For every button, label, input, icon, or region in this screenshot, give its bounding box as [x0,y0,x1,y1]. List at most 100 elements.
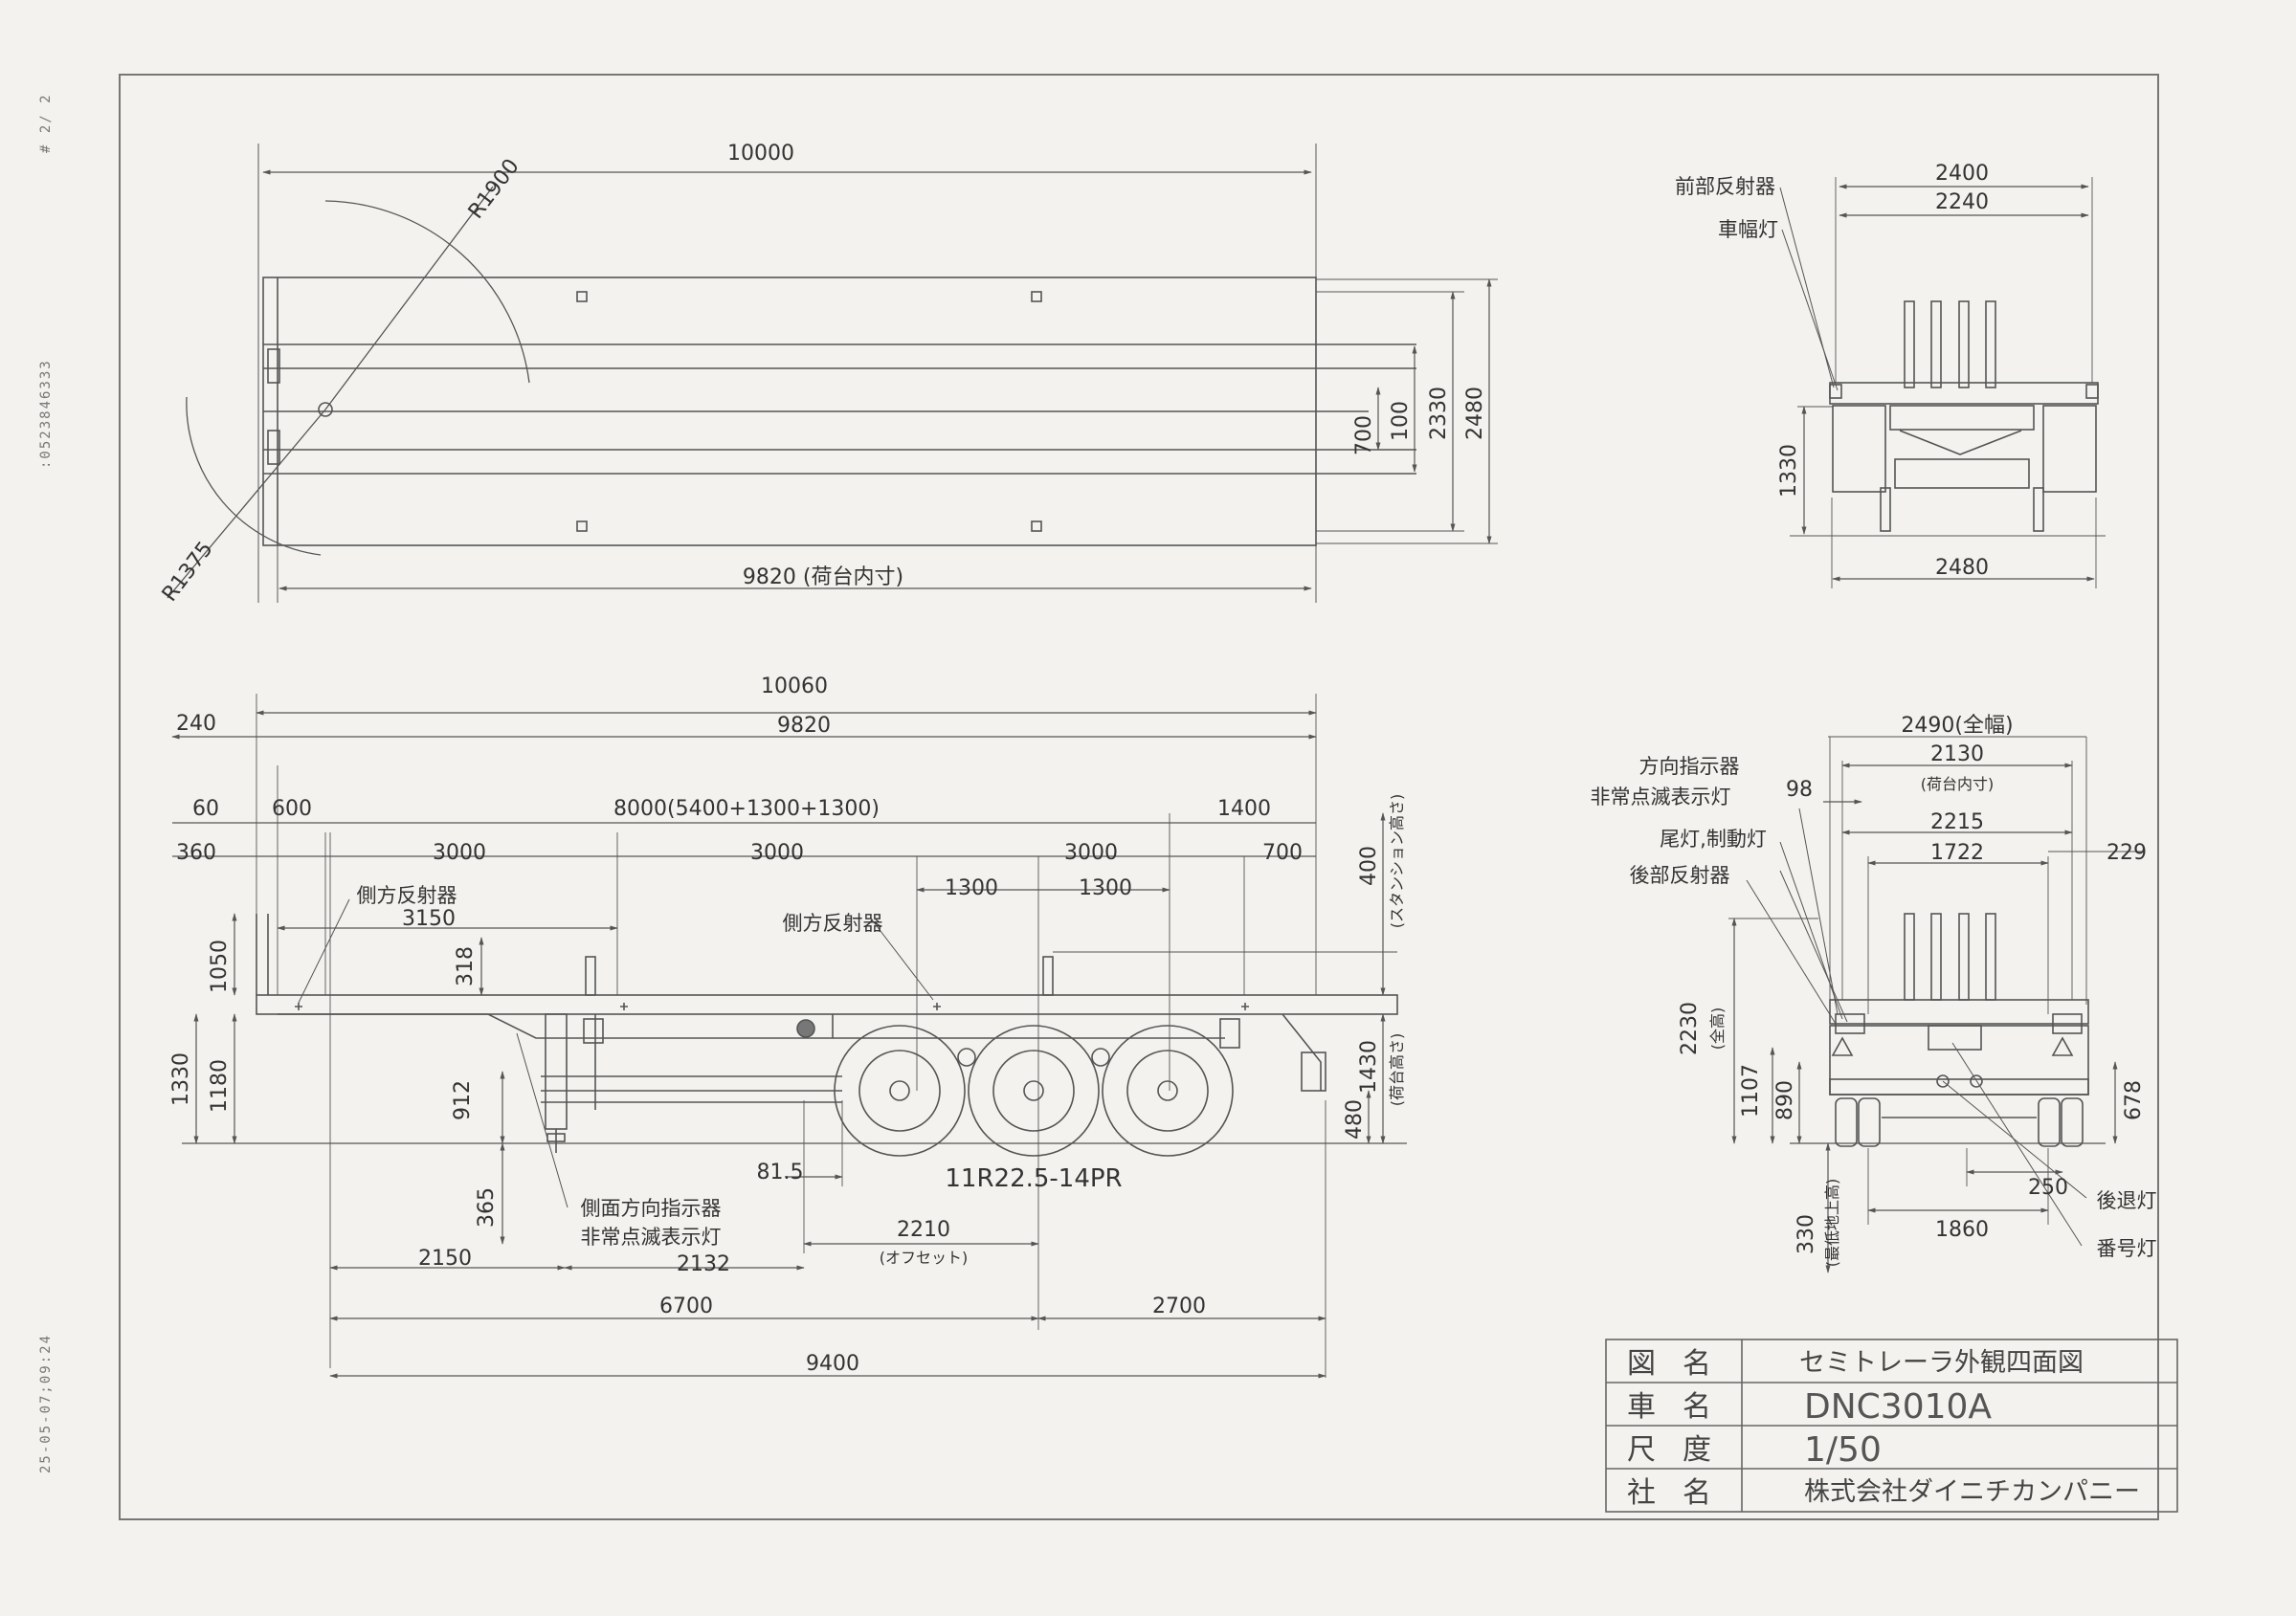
rear-dim-330: 330 [1794,1214,1818,1254]
top-view-labels: 10000 9820 (荷台内寸) R1900 R1375 700 100 23… [158,142,1487,607]
side-dim-2210-note: (オフセット) [880,1249,969,1267]
side-rear-700: 700 [1262,841,1303,865]
front-view [1779,177,2106,588]
kingpin-symbol [318,402,333,417]
side-deck-length: 9820 [777,714,831,738]
vehicle-name: DNC3010A [1804,1387,1992,1427]
side-view-deck [256,994,1398,1015]
fax-page-number: # 2/ 2 [38,93,54,153]
fax-phone-number: :0523846333 [38,359,54,469]
front-view-labels: 2400 2240 前部反射器 車幅灯 1330 2480 [1675,162,1989,580]
rear-deck-inner-2130: 2130 [1930,742,1984,766]
front-width-2240: 2240 [1935,190,1989,214]
rear-dim-330-note: (最低地上高) [1823,1179,1841,1268]
title-block [1605,1339,2178,1513]
side-pitch-3000-a: 3000 [433,841,486,865]
rear-height-2230-note: (全高) [1708,1007,1727,1051]
top-width-700: 700 [1352,415,1376,455]
rear-dim-678: 678 [2122,1080,2146,1120]
front-reflector-label: 前部反射器 [1675,175,1775,198]
rear-reflector-label: 後部反射器 [1630,864,1730,887]
fax-timestamp: 25-05-07;09:24 [38,1334,54,1473]
side-dim-912: 912 [451,1080,475,1120]
side-dim-81-5: 81.5 [757,1161,804,1184]
rear-dim-890: 890 [1773,1080,1797,1120]
rear-dim-229: 229 [2107,841,2147,865]
rear-tail-lamp-right [2052,1013,2083,1034]
top-width-100: 100 [1389,401,1413,441]
side-dim-480: 480 [1343,1099,1367,1140]
top-inner-length: 9820 (荷台内寸) [743,565,903,589]
side-offset-60: 60 [192,797,219,821]
side-view-labels: 10060 9820 240 60 600 360 8000(5400+1300… [169,675,1406,1376]
side-reflector-label-1: 側方反射器 [357,884,457,907]
wheel-3 [1102,1025,1234,1157]
front-height-1330: 1330 [1777,444,1801,498]
rear-height-2230: 2230 [1678,1002,1702,1055]
side-offset-600: 600 [272,797,312,821]
top-view [167,144,1498,603]
landing-gear [545,1013,568,1130]
reverse-lamp-label: 後退灯 [2097,1189,2157,1212]
side-front-offset-240: 240 [176,712,216,736]
rear-view [1728,736,2144,1273]
side-turn-signal-label: 側面方向指示器 [581,1197,722,1220]
rear-hazard-lamp-label: 非常点滅表示灯 [1591,786,1731,808]
top-radius-r1900: R1900 [464,155,524,224]
side-view [171,694,1407,1379]
side-crossmember-span: 8000(5400+1300+1300) [613,797,880,821]
title-label-vehicle: 車名 [1627,1390,1738,1424]
side-dim-2700: 2700 [1152,1295,1206,1318]
tire-spec: 11R22.5-14PR [945,1164,1122,1193]
side-dim-400-note: (スタンション高さ) [1388,794,1406,929]
side-hazard-lamp-label: 非常点滅表示灯 [581,1226,722,1249]
drawing-scale: 1/50 [1804,1430,1882,1470]
side-dim-365: 365 [475,1187,499,1228]
rear-deck-inner-note: (荷台内寸) [1921,775,1995,793]
top-radius-r1375: R1375 [158,538,218,607]
side-dim-1050: 1050 [208,940,232,993]
width-lamp-label: 車幅灯 [1718,218,1778,241]
top-overall-length: 10000 [727,142,794,166]
title-label-company: 社名 [1627,1476,1738,1510]
drawing-name: セミトレーラ外観四面図 [1799,1348,2084,1378]
side-dim-9400: 9400 [806,1352,859,1376]
sheet-border [119,74,2159,1520]
side-dim-2132: 2132 [677,1252,730,1276]
rear-dim-98: 98 [1786,778,1813,802]
wheel-2 [968,1025,1100,1157]
side-dim-1330: 1330 [169,1052,193,1106]
side-dim-1430-note: (荷台高さ) [1388,1033,1406,1107]
side-dim-400: 400 [1357,846,1381,886]
side-dim-6700: 6700 [659,1295,713,1318]
top-width-2480: 2480 [1463,387,1487,440]
rear-turn-signal-label: 方向指示器 [1639,755,1740,778]
side-axle-spread-b: 1300 [1079,876,1132,900]
rear-plate-area [1928,1025,1982,1051]
rear-overall-width: 2490(全幅) [1901,714,2013,738]
side-overall-length: 10060 [761,675,828,698]
top-width-2330: 2330 [1427,387,1451,440]
rear-view-deck [1829,999,2089,1025]
front-view-deck [1829,382,2099,405]
rear-dim-1860: 1860 [1935,1218,1989,1242]
front-width-2400: 2400 [1935,162,1989,186]
rear-tail-brake-label: 尾灯,制動灯 [1660,828,1767,851]
front-width-2480: 2480 [1935,556,1989,580]
side-dim-2210: 2210 [897,1218,950,1242]
rear-dim-2215: 2215 [1930,810,1984,834]
side-offset-360: 360 [176,841,216,865]
side-axle-spread-a: 1300 [945,876,998,900]
side-pitch-3000-c: 3000 [1064,841,1118,865]
side-dim-2150: 2150 [418,1247,472,1271]
company-name: 株式会社ダイニチカンパニー [1804,1477,2140,1507]
side-dim-1430: 1430 [1357,1040,1381,1094]
rear-dim-250: 250 [2028,1176,2068,1200]
wheel-1 [834,1025,966,1157]
side-pitch-3000-b: 3000 [750,841,804,865]
side-dim-1180: 1180 [208,1059,232,1113]
side-reflector-label-2: 側方反射器 [783,912,883,935]
rear-view-labels: 2490(全幅) 2130 (荷台内寸) 方向指示器 非常点滅表示灯 98 22… [1591,714,2157,1267]
